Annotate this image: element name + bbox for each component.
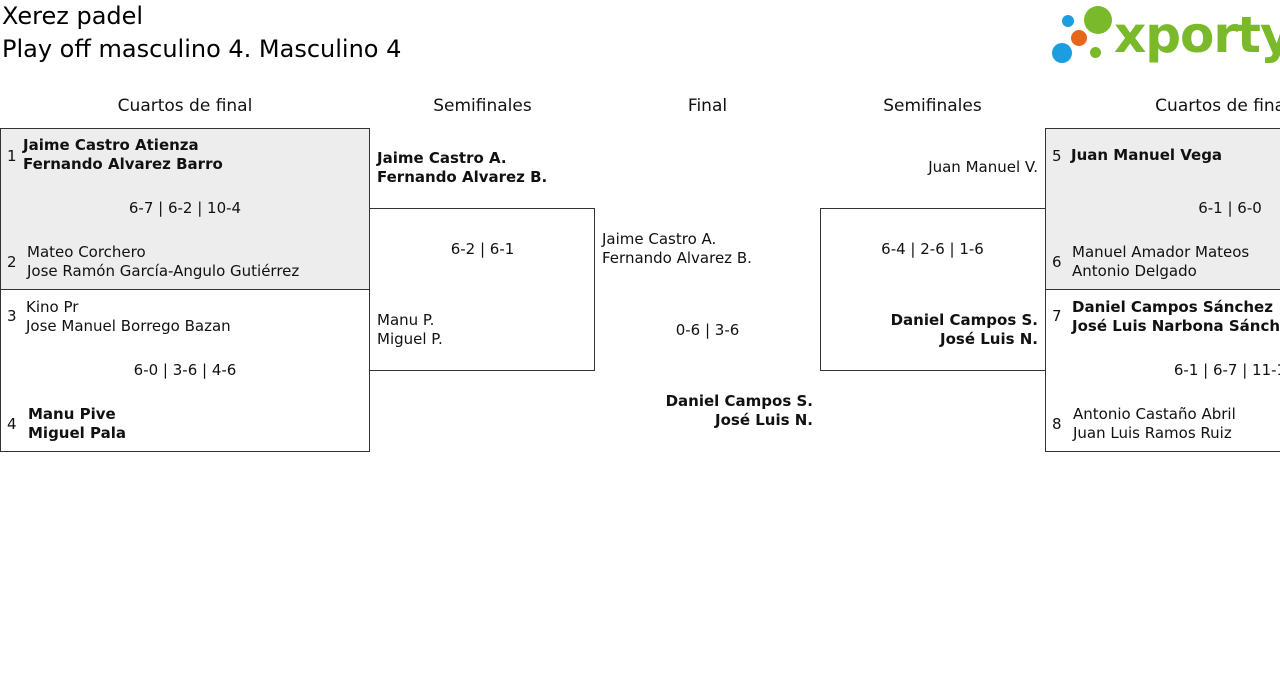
match-score: 6-1 | 6-7 | 11-1: [1173, 361, 1280, 379]
logo-dot-blue-small: [1062, 15, 1074, 27]
player-name: José Luis Narbona Sánchez: [1072, 317, 1280, 335]
match-sf-right[interactable]: [820, 208, 1046, 371]
player-name: Fernando Alvarez B.: [377, 168, 548, 186]
player-name: Juan Manuel Vega: [1071, 146, 1223, 164]
player-name: Miguel Pala: [28, 424, 126, 442]
player-name: Daniel Campos Sánchez: [1072, 298, 1273, 316]
match-score: 6-1 | 6-0: [1198, 199, 1262, 217]
header-sf-right: Semifinales: [883, 96, 982, 116]
logo-wordmark: xporty: [1114, 6, 1280, 64]
player-name: Fernando Alvarez B.: [602, 249, 752, 267]
header-final: Final: [687, 96, 728, 116]
player-name: Antonio Delgado: [1072, 262, 1197, 280]
match-qf4[interactable]: [1045, 289, 1280, 452]
match-score: 6-0 | 3-6 | 4-6: [133, 361, 237, 379]
player-name: José Luis N.: [940, 330, 1038, 348]
match-score: 6-2 | 6-1: [450, 240, 515, 258]
seed-number: 8: [1052, 415, 1062, 433]
player-name: Daniel Campos S.: [890, 311, 1038, 329]
player-name: Manuel Amador Mateos: [1072, 243, 1250, 261]
player-name: Jaime Castro A.: [602, 230, 717, 248]
player-name: Jose Manuel Borrego Bazan: [26, 317, 231, 335]
logo-dot-blue: [1052, 43, 1072, 63]
header-qf-right: Cuartos de final: [1155, 96, 1280, 116]
tournament-name: Xerez padel: [2, 2, 144, 30]
player-name: Fernando Alvarez Barro: [23, 155, 223, 173]
logo-dot-orange: [1071, 30, 1087, 46]
seed-number: 4: [7, 415, 17, 433]
player-name: Manu Pive: [28, 405, 116, 423]
header-qf-left: Cuartos de final: [117, 96, 253, 116]
player-name: Juan Manuel V.: [928, 158, 1038, 176]
seed-number: 5: [1052, 147, 1062, 165]
seed-number: 6: [1052, 253, 1062, 271]
logo-dot-green-small: [1090, 47, 1101, 58]
seed-number: 1: [7, 147, 17, 165]
header-sf-left: Semifinales: [433, 96, 532, 116]
player-name: José Luis N.: [715, 411, 813, 429]
player-name: Miguel P.: [377, 330, 443, 348]
player-name: Daniel Campos S.: [665, 392, 813, 410]
player-name: Jaime Castro Atienza: [23, 136, 199, 154]
seed-number: 2: [7, 253, 17, 271]
xporty-logo[interactable]: xporty: [1050, 2, 1280, 68]
match-score: 6-4 | 2-6 | 1-6: [881, 240, 984, 258]
player-name: Juan Luis Ramos Ruiz: [1073, 424, 1232, 442]
player-name: Mateo Corchero: [27, 243, 146, 261]
player-name: Kino Pr: [26, 298, 79, 316]
draw-title: Play off masculino 4. Masculino 4: [2, 35, 402, 63]
player-name: Jaime Castro A.: [377, 149, 507, 167]
logo-dot-green: [1084, 6, 1112, 34]
final-score: 0-6 | 3-6: [675, 321, 740, 339]
player-name: Jose Ramón García-Angulo Gutiérrez: [27, 262, 300, 280]
seed-number: 7: [1052, 307, 1062, 325]
player-name: Manu P.: [377, 311, 435, 329]
seed-number: 3: [7, 307, 17, 325]
player-name: Antonio Castaño Abril: [1073, 405, 1236, 423]
match-qf1[interactable]: [0, 128, 370, 290]
match-sf-left[interactable]: [369, 208, 595, 371]
match-score: 6-7 | 6-2 | 10-4: [128, 199, 242, 217]
